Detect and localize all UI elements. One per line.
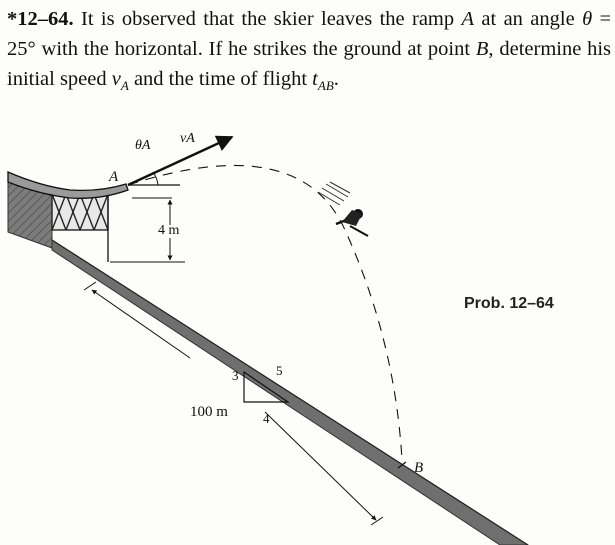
problem-text-line3b: , determine his initial speed	[7, 38, 612, 90]
initial-speed-symbol: vA	[111, 68, 129, 94]
angle-arc	[152, 171, 159, 186]
slope-rise-label: 3	[232, 368, 239, 383]
distance-dimension	[83, 281, 384, 526]
problem-text-and-the: and the	[133, 68, 194, 90]
height-label: 4 m	[158, 223, 180, 238]
problem-text-line1: It is observed that the skier leaves the…	[81, 8, 455, 30]
problem-number: *12–64.	[7, 8, 74, 30]
problem-text-at: at	[481, 8, 497, 30]
theta-symbol: θ	[582, 8, 593, 30]
angle-value: = 25°	[7, 8, 612, 60]
motion-streaks	[317, 181, 351, 206]
problem-text-line3a: ground at point	[343, 38, 471, 60]
initial-velocity-vector	[127, 135, 234, 187]
problem-statement: *12–64. It is observed that the skier le…	[7, 8, 612, 94]
ramp-truss	[51, 193, 109, 262]
theta-a-label: θA	[135, 138, 151, 153]
problem-text-line2: with the horizontal. If he strikes the	[41, 38, 338, 60]
ski-ramp	[7, 171, 129, 199]
v-a-label: vA	[180, 131, 195, 146]
problem-text-line4: time of flight	[198, 68, 308, 90]
slope-surface-line	[51, 239, 529, 545]
slope-run-label: 4	[263, 411, 270, 426]
problem-text-an-angle: an angle	[503, 8, 575, 30]
trajectory-path	[127, 164, 403, 461]
slope-hyp-label: 5	[276, 363, 283, 378]
slope-triangle	[243, 370, 290, 403]
height-dimension	[110, 197, 185, 263]
point-b-label: B	[414, 460, 423, 476]
distance-label: 100 m	[190, 404, 228, 420]
time-of-flight-symbol: tAB	[312, 68, 334, 94]
problem-caption: Prob. 12–64	[464, 295, 554, 312]
impact-point-marker	[397, 461, 407, 469]
point-b-symbol: B	[475, 38, 489, 60]
point-a-symbol: A	[461, 8, 475, 30]
point-a-label: A	[108, 169, 119, 185]
skier-figure	[335, 209, 369, 237]
